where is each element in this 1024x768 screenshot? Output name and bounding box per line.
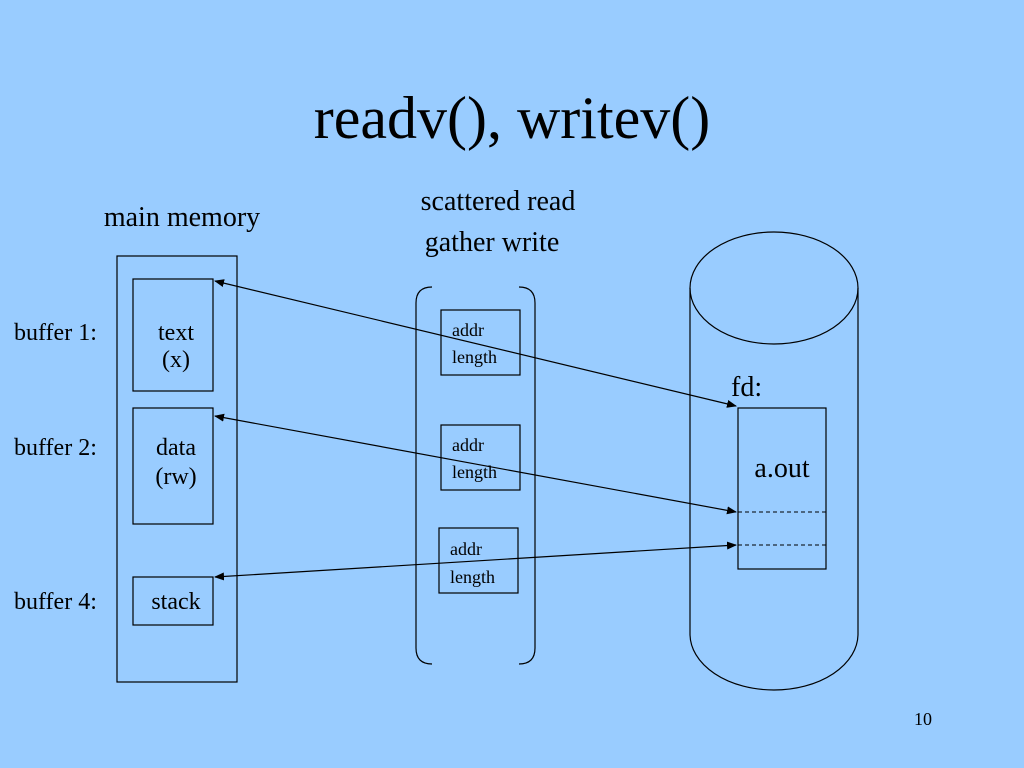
- iovec-entry-3-addr: addr: [450, 539, 482, 559]
- buffer-1-content-line1: text: [158, 320, 194, 346]
- buffer-1-content-line2: (x): [162, 347, 190, 373]
- iovec-entry-1-addr: addr: [452, 320, 484, 340]
- buffer-4-content-line1: stack: [151, 589, 201, 615]
- page-number: 10: [914, 709, 932, 729]
- buffer-1-label: buffer 1:: [14, 320, 97, 346]
- buffer-2-content-line2: (rw): [155, 464, 197, 490]
- iovec-entry-3-length: length: [450, 567, 495, 587]
- slide-title: readv(), writev(): [313, 85, 711, 151]
- iovec-heading-line2: gather write: [424, 227, 560, 258]
- arrow-buffer-4-to-file: [214, 541, 737, 581]
- iovec-left-bracket: [415, 286, 433, 665]
- buffer-2-box: [132, 407, 214, 525]
- iovec-right-bracket: [518, 286, 536, 665]
- iovec-entry-1-length: length: [452, 347, 497, 367]
- arrow-buffer-1-to-file: [214, 279, 737, 408]
- file-box: [737, 407, 827, 570]
- disk-cylinder-body: [689, 288, 859, 691]
- buffer-4-label: buffer 4:: [14, 589, 97, 615]
- iovec-entry-2-addr: addr: [452, 435, 484, 455]
- file-name: a.out: [754, 453, 810, 484]
- fd-label: fd:: [731, 372, 763, 403]
- iovec-heading-line1: scattered read: [420, 186, 576, 217]
- buffer-2-label: buffer 2:: [14, 435, 97, 461]
- disk-cylinder-top: [689, 231, 859, 345]
- main-memory-heading: main memory: [103, 202, 261, 233]
- iovec-entry-2-length: length: [452, 462, 497, 482]
- buffer-4-box: [132, 576, 214, 626]
- buffer-1-box: [132, 278, 214, 392]
- buffer-2-content-line1: data: [156, 435, 196, 461]
- arrow-buffer-2-to-file: [214, 413, 737, 515]
